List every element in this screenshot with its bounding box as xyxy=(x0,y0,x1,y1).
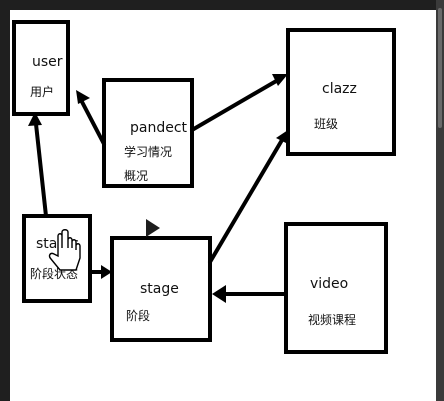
node-stage-label: stage xyxy=(140,281,179,297)
node-video-zh-label: 视频课程 xyxy=(308,312,356,327)
node-pandect-label: pandect xyxy=(130,120,188,136)
arrowhead-clazz-left xyxy=(272,74,288,86)
node-pandect-zh-label-2: 概况 xyxy=(124,169,148,183)
edge-status-to-user xyxy=(34,122,48,218)
node-stage-zh-label: 阶段 xyxy=(126,308,150,323)
play-icon[interactable] xyxy=(128,212,178,242)
node-stage-box xyxy=(110,236,212,342)
node-user-box xyxy=(12,20,70,116)
node-user-label: user xyxy=(32,54,63,70)
node-status-box xyxy=(22,214,92,303)
window-left-edge xyxy=(0,0,10,401)
edge-pandect-to-user xyxy=(78,96,106,146)
arrowhead-user-bottom xyxy=(28,112,42,126)
scrollbar-thumb[interactable] xyxy=(438,8,442,128)
edge-stage-to-clazz xyxy=(208,138,284,264)
arrowhead-stage-right xyxy=(212,285,226,303)
node-video-label: video xyxy=(310,276,348,292)
arrowhead-stage-left xyxy=(101,265,112,279)
node-clazz-box xyxy=(286,28,396,156)
node-clazz-zh-label: 班级 xyxy=(314,117,338,131)
arrowhead-clazz-bottom xyxy=(276,130,288,144)
edge-pandect-to-clazz xyxy=(190,78,280,132)
window-top-edge xyxy=(0,0,436,10)
node-user-zh-label: 用户 xyxy=(30,84,54,99)
node-pandect-zh-label-1: 学习情况 xyxy=(124,144,172,159)
node-clazz-label: clazz xyxy=(322,81,357,97)
node-pandect-box xyxy=(102,78,194,188)
hand-cursor-icon xyxy=(48,229,81,271)
arrowhead-user-right xyxy=(76,90,90,104)
node-video-box xyxy=(284,222,388,354)
vertical-scrollbar[interactable] xyxy=(436,0,444,401)
